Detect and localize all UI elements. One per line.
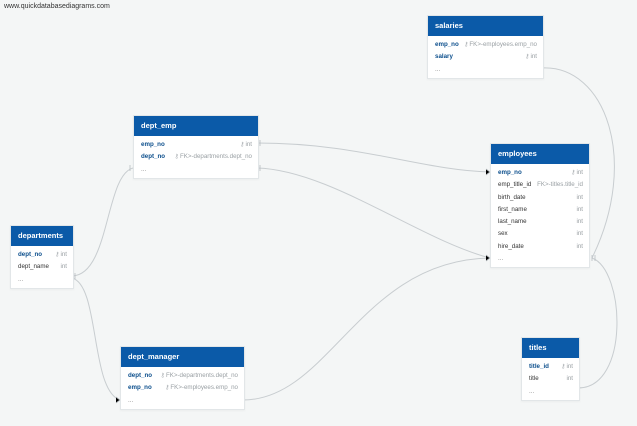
field-type: int	[576, 218, 583, 226]
table-title: salaries	[428, 16, 543, 36]
field-type: int	[530, 53, 537, 61]
field-type: int	[576, 193, 583, 201]
table-row[interactable]: dept_no ⚷int	[11, 249, 73, 261]
field-name: last_name	[498, 218, 527, 226]
field-type: FK>-departments.dept_no	[179, 153, 252, 161]
table-title: employees	[491, 144, 589, 164]
field-type: FK>-employees.emp_no	[170, 384, 238, 392]
table-row[interactable]: emp_no ⚷FK>-employees.emp_no	[428, 39, 543, 51]
link-employees-titles	[577, 257, 618, 389]
table-title: departments	[11, 226, 73, 246]
field-name: ...	[435, 65, 441, 73]
field-name: salary	[435, 53, 453, 61]
table-employees[interactable]: employees emp_no ⚷int emp_title_id FK>-t…	[490, 143, 590, 269]
table-row[interactable]: salary ⚷int	[428, 51, 543, 63]
field-type: FK>-departments.dept_no	[165, 372, 238, 379]
field-type: int	[576, 230, 583, 238]
table-row-more: ...	[134, 164, 258, 176]
table-row[interactable]: dept_name int	[11, 261, 73, 273]
table-dept-manager[interactable]: dept_manager dept_no ⚷FK>-departments.de…	[120, 346, 245, 410]
table-row-more: ...	[121, 395, 244, 407]
field-name: emp_no	[435, 41, 459, 48]
table-row[interactable]: title_id ⚷int	[522, 361, 579, 373]
field-name: emp_no	[128, 384, 152, 392]
field-type: int	[60, 251, 67, 258]
link-deptemp-employees-empno	[256, 142, 491, 173]
field-name: dept_no	[141, 153, 166, 161]
table-row[interactable]: sex int	[491, 228, 589, 240]
table-row[interactable]: hire_date int	[491, 241, 589, 253]
key-icon: ⚷	[174, 154, 179, 161]
field-name: first_name	[498, 205, 527, 213]
field-name: birth_date	[498, 193, 526, 201]
table-row[interactable]: birth_date int	[491, 192, 589, 204]
field-type: int	[576, 169, 583, 176]
table-row[interactable]: emp_no ⚷int	[491, 167, 589, 179]
table-row-more: ...	[491, 253, 589, 265]
table-departments[interactable]: departments dept_no ⚷int dept_name int .…	[10, 225, 74, 289]
watermark-text: www.quickdatabasediagrams.com	[4, 3, 110, 10]
key-icon: ⚷	[165, 385, 170, 392]
table-row-more: ...	[11, 274, 73, 286]
table-row[interactable]: emp_title_id FK>-titles.title_id	[491, 179, 589, 191]
table-row[interactable]: emp_no ⚷int	[134, 139, 258, 151]
link-deptemp-employees-more	[256, 167, 491, 259]
table-dept-emp[interactable]: dept_emp emp_no ⚷int dept_no ⚷FK>-depart…	[133, 115, 259, 179]
field-name: sex	[498, 230, 508, 238]
field-type: int	[60, 263, 67, 271]
table-title: titles	[522, 338, 579, 358]
field-type: FK>-titles.title_id	[537, 181, 583, 189]
field-type: FK>-employees.emp_no	[469, 41, 537, 48]
field-name: dept_no	[128, 372, 153, 379]
table-row[interactable]: title int	[522, 373, 579, 385]
field-type: int	[566, 375, 573, 383]
key-icon: ⚷	[561, 364, 566, 370]
table-title: dept_manager	[121, 347, 244, 367]
link-deptemp-departments	[71, 167, 134, 277]
field-type: int	[245, 141, 252, 148]
field-name: emp_title_id	[498, 181, 532, 189]
field-name: ...	[498, 255, 504, 263]
key-icon: ⚷	[525, 54, 530, 61]
table-title: dept_emp	[134, 116, 258, 136]
field-type: int	[566, 363, 573, 370]
key-icon: ⚷	[464, 42, 469, 48]
field-name: hire_date	[498, 242, 524, 250]
link-deptmanager-employees	[242, 257, 491, 401]
key-icon: ⚷	[240, 142, 245, 148]
field-name: emp_no	[498, 169, 522, 176]
field-name: ...	[529, 387, 535, 395]
key-icon: ⚷	[571, 170, 576, 176]
table-row[interactable]: dept_no ⚷FK>-departments.dept_no	[121, 370, 244, 382]
field-name: dept_name	[18, 263, 49, 271]
field-name: title	[529, 375, 539, 383]
key-icon: ⚷	[160, 373, 165, 379]
table-salaries[interactable]: salaries emp_no ⚷FK>-employees.emp_no sa…	[427, 15, 544, 79]
table-row[interactable]: first_name int	[491, 204, 589, 216]
table-row[interactable]: emp_no ⚷FK>-employees.emp_no	[121, 382, 244, 394]
field-type: int	[576, 205, 583, 213]
link-deptmanager-departments	[71, 277, 121, 401]
field-name: ...	[18, 275, 24, 283]
table-row-more: ...	[428, 64, 543, 76]
field-name: title_id	[529, 363, 549, 370]
field-name: ...	[128, 396, 134, 404]
field-type: int	[576, 242, 583, 250]
table-row[interactable]: last_name int	[491, 216, 589, 228]
field-name: dept_no	[18, 251, 43, 258]
table-titles[interactable]: titles title_id ⚷int title int ...	[521, 337, 580, 401]
field-name: emp_no	[141, 141, 165, 148]
field-name: ...	[141, 165, 147, 173]
table-row-more: ...	[522, 386, 579, 398]
key-icon: ⚷	[55, 252, 60, 258]
table-row[interactable]: dept_no ⚷FK>-departments.dept_no	[134, 151, 258, 163]
